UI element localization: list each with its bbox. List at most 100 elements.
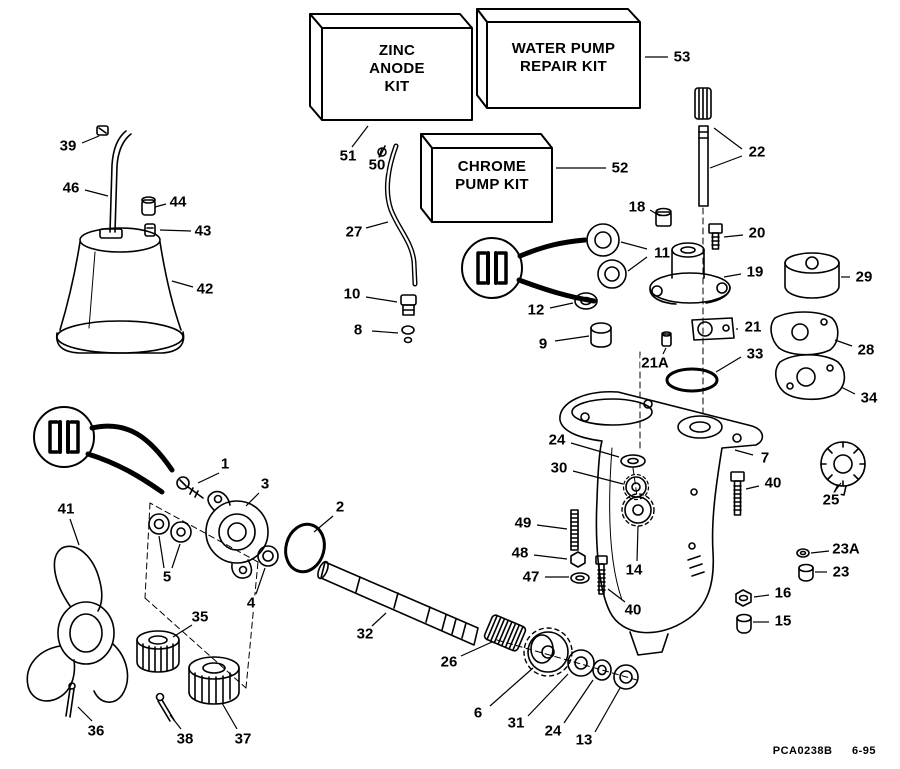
chrome-pump-kit-box [420, 133, 553, 223]
kit-label-line: ANODE [369, 60, 425, 77]
zinc-anode-kit-box [309, 13, 473, 121]
drawing-number: PCA0238B 6-95 [773, 745, 876, 757]
part-31-bearing [567, 649, 595, 677]
callout-22: 22 [747, 143, 767, 161]
part-15-cap [736, 613, 752, 634]
callout-26: 26 [439, 653, 459, 671]
water-pump-repair-kit-label: WATER PUMP REPAIR KIT [487, 40, 640, 76]
part-24-washer-lower [592, 659, 612, 681]
part-6-forward-gear [523, 627, 573, 677]
part-27-tube [384, 143, 418, 287]
part-36-cotter-pin [65, 682, 76, 718]
callout-25: 25 [821, 491, 841, 509]
callout-32: 32 [355, 625, 375, 643]
callout-1: 1 [219, 455, 231, 473]
callout-46: 46 [61, 179, 81, 197]
callout-31: 31 [506, 714, 526, 732]
callout-20: 20 [747, 224, 767, 242]
callout-2: 2 [334, 498, 346, 516]
callout-27: 27 [344, 223, 364, 241]
callout-35: 35 [190, 608, 210, 626]
callout-38: 38 [175, 730, 195, 748]
part-48-nut [570, 551, 586, 568]
callout-19: 19 [745, 263, 765, 281]
part-47-washer [570, 572, 590, 584]
callout-36: 36 [86, 722, 106, 740]
callout-50: 50 [367, 156, 387, 174]
callout-21: 21 [743, 318, 763, 336]
callout-30: 30 [549, 459, 569, 477]
part-21a-pin [661, 331, 672, 347]
logo-emblem-upper [461, 237, 597, 304]
water-pump-repair-kit-box [476, 8, 641, 109]
callout-12: 12 [526, 301, 546, 319]
zinc-anode-kit-label: ZINC ANODE KIT [322, 42, 472, 96]
callout-49: 49 [513, 514, 533, 532]
callout-7: 7 [759, 449, 771, 467]
part-10-connector [400, 294, 417, 316]
part-24-washer-upper [620, 454, 646, 468]
callout-15: 15 [773, 612, 793, 630]
part-19-pump-base [649, 242, 731, 305]
callout-43: 43 [193, 222, 213, 240]
callout-23: 23 [831, 563, 851, 581]
part-28-gasket [770, 311, 839, 356]
callout-23A: 23A [831, 540, 861, 558]
kit-label-line: KIT [384, 78, 410, 95]
part-44-bushing [141, 196, 156, 216]
callout-11: 11 [653, 244, 671, 262]
callout-39: 39 [58, 137, 78, 155]
part-39-clamp [96, 125, 109, 136]
callout-18: 18 [627, 198, 647, 216]
callout-40: 40 [623, 601, 643, 619]
callout-53: 53 [672, 48, 692, 66]
callout-41: 41 [56, 500, 76, 518]
part-16-nut [735, 589, 752, 607]
part-20-bolt [708, 223, 723, 250]
part-2-oring [284, 522, 326, 574]
part-23a-washer [796, 548, 810, 558]
callout-34: 34 [859, 389, 879, 407]
callout-33: 33 [745, 345, 765, 363]
part-22-driveshaft [694, 87, 712, 207]
part-40-bolt-lower [595, 555, 608, 595]
callout-6: 6 [472, 704, 484, 722]
callout-8: 8 [352, 321, 364, 339]
callout-16: 16 [773, 584, 793, 602]
callout-13: 13 [574, 731, 594, 749]
part-29-cup [784, 252, 840, 299]
callout-40: 40 [763, 474, 783, 492]
part-13-bushing [613, 664, 639, 690]
part-42-housing [55, 227, 185, 354]
callout-29: 29 [854, 268, 874, 286]
callout-14: 14 [624, 561, 644, 579]
part-3-bearing-housing [205, 490, 269, 579]
callout-24: 24 [547, 431, 567, 449]
callout-47: 47 [521, 568, 541, 586]
part-12-bushing [574, 292, 598, 310]
part-4-bushing [257, 545, 279, 567]
logo-emblem-lower [33, 406, 175, 495]
part-21-retainer [691, 317, 735, 341]
callout-48: 48 [510, 544, 530, 562]
callout-52: 52 [610, 159, 630, 177]
callout-37: 37 [233, 730, 253, 748]
chrome-pump-kit-label: CHROME PUMP KIT [432, 158, 552, 194]
part-7-gearcase [559, 391, 764, 656]
part-46-tube [109, 130, 132, 233]
part-8-grommet [401, 325, 415, 344]
callout-3: 3 [259, 475, 271, 493]
part-35-spacer [136, 630, 180, 673]
part-34-gasket [775, 354, 846, 401]
kit-label-line: ZINC [378, 42, 416, 59]
part-23-plug [798, 563, 814, 582]
callout-28: 28 [856, 341, 876, 359]
part-26-thrust-bushing [483, 614, 527, 652]
part-41-propeller [26, 545, 129, 703]
part-9-bushing [590, 322, 612, 348]
callout-9: 9 [537, 335, 549, 353]
part-49-stud [570, 509, 579, 551]
part-18-key [655, 207, 672, 227]
